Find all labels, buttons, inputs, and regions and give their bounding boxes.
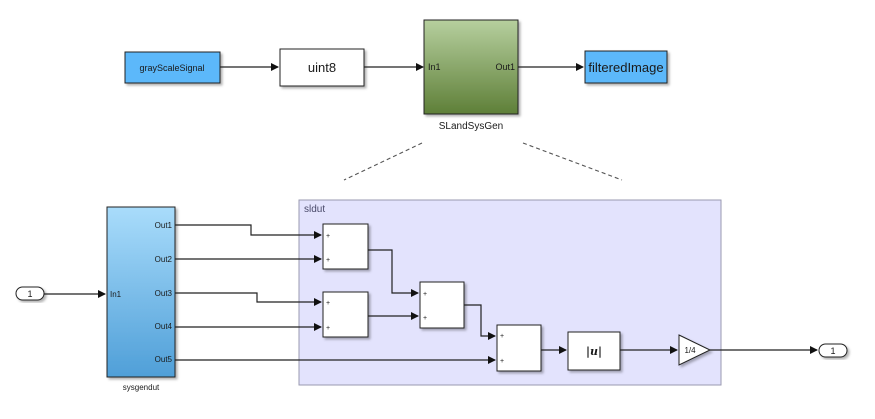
- block-grayscalesignal[interactable]: grayScaleSignal: [124, 51, 221, 84]
- area-sldut[interactable]: sldut: [298, 199, 722, 386]
- inport-1-label: 1: [27, 289, 32, 299]
- sum-2-sign-2: +: [326, 325, 330, 332]
- sysgendut-in-port: In1: [110, 290, 122, 299]
- block-sum-2[interactable]: + +: [322, 291, 369, 338]
- sysgendut-name: sysgendut: [123, 383, 160, 392]
- sum-4-sign-2: +: [500, 358, 504, 365]
- block-abs[interactable]: |u|: [567, 331, 621, 371]
- sum-1-sign-2: +: [326, 257, 330, 264]
- sysgendut-out-port-1: Out1: [155, 221, 173, 230]
- block-uint8[interactable]: uint8: [279, 48, 365, 87]
- gain-label: 1/4: [684, 346, 696, 355]
- grayscalesignal-label: grayScaleSignal: [139, 63, 204, 73]
- block-gain[interactable]: 1/4: [678, 334, 712, 366]
- abs-label: |u|: [586, 345, 602, 358]
- block-sum-4[interactable]: + +: [496, 324, 542, 372]
- block-sum-3[interactable]: + +: [419, 281, 465, 329]
- wire-sum3-to-sum4[interactable]: [464, 304, 496, 340]
- sum-2-sign-1: +: [326, 300, 330, 307]
- wire-sum1-to-sum3[interactable]: [368, 249, 419, 297]
- outport-1-label: 1: [830, 346, 835, 356]
- block-filteredimage[interactable]: filteredImage: [584, 50, 668, 84]
- slandsysgen-name: SLandSysGen: [439, 121, 504, 132]
- slandsysgen-out-port: Out1: [495, 62, 515, 72]
- sysgendut-out-port-5: Out5: [155, 355, 173, 364]
- block-sysgendut[interactable]: In1 Out1 Out2 Out3 Out4 Out5 sysgendut: [106, 206, 176, 392]
- callout-line-right: [522, 142, 623, 181]
- wire-out1-to-sum1[interactable]: [175, 224, 322, 239]
- wire-out3-to-sum2[interactable]: [175, 292, 322, 306]
- callout-line-left: [343, 142, 423, 181]
- slandsysgen-in-port: In1: [428, 62, 441, 72]
- sysgendut-out-port-3: Out3: [155, 289, 173, 298]
- outport-1[interactable]: 1: [818, 343, 848, 358]
- filteredimage-label: filteredImage: [588, 60, 663, 75]
- sum-3-sign-1: +: [423, 291, 427, 298]
- sum-4-sign-1: +: [500, 333, 504, 340]
- sysgendut-out-port-4: Out4: [155, 322, 173, 331]
- sum-1-sign-1: +: [326, 233, 330, 240]
- uint8-label: uint8: [308, 60, 336, 75]
- block-sum-1[interactable]: + +: [322, 223, 369, 270]
- sldut-label: sldut: [304, 204, 325, 215]
- block-slandsysgen[interactable]: In1 Out1 SLandSysGen: [423, 19, 519, 132]
- sysgendut-out-port-2: Out2: [155, 255, 173, 264]
- sum-3-sign-2: +: [423, 315, 427, 322]
- inport-1[interactable]: 1: [15, 286, 45, 301]
